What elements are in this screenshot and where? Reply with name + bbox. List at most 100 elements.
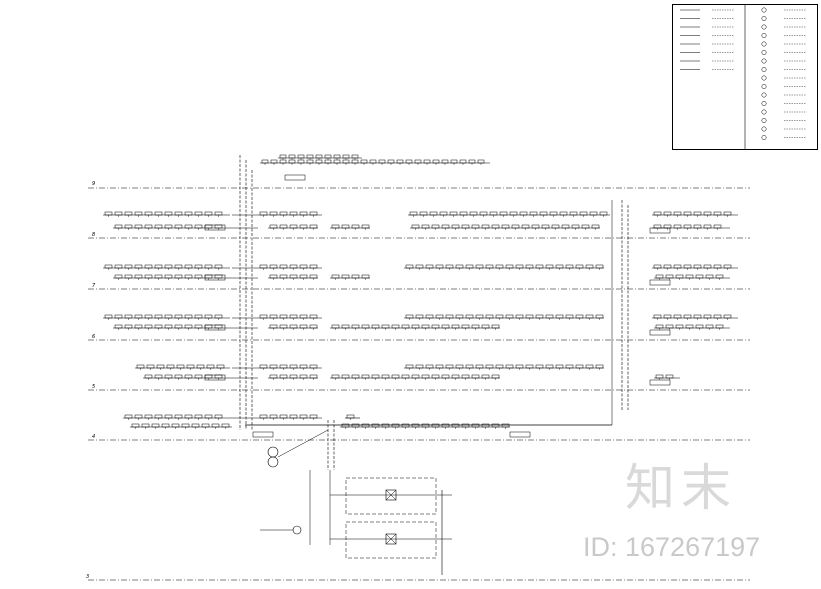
label-box — [204, 274, 226, 281]
floor-branch-fixture — [565, 264, 574, 269]
floor-branch-fixture — [415, 264, 424, 269]
floor-branch-fixture — [421, 423, 430, 428]
floor-branch-fixture — [124, 314, 133, 319]
floor-branch-fixture — [451, 224, 460, 229]
roof-branch-a-fixture — [315, 154, 323, 159]
floor-branch-fixture — [299, 374, 308, 379]
floor-branch-fixture — [481, 423, 490, 428]
floor-branch-fixture — [465, 314, 474, 319]
floor-branch-fixture — [214, 264, 223, 269]
floor-branch-fixture — [693, 211, 702, 216]
floor-branch-fixture — [505, 264, 514, 269]
floor-branch-fixture — [361, 423, 370, 428]
floor-branch-fixture — [134, 314, 143, 319]
floor-branch-fixture — [713, 264, 722, 269]
floor-branch-fixture — [204, 374, 213, 379]
floor-branch-fixture — [585, 314, 594, 319]
floor-branch-fixture — [134, 324, 143, 329]
floor-branch-fixture — [114, 274, 123, 279]
floor-branch-fixture — [591, 224, 600, 229]
floor-branch-fixture — [653, 211, 662, 216]
floor-branch-fixture — [144, 274, 153, 279]
floor-branch-fixture — [204, 224, 213, 229]
floor-branch-fixture — [361, 374, 370, 379]
floor-branch-fixture — [331, 374, 340, 379]
floor-branch-fixture — [545, 264, 554, 269]
floor-branch-fixture — [114, 324, 123, 329]
floor-branch-fixture — [461, 224, 470, 229]
floor-branch-fixture — [269, 364, 278, 369]
legend-symbol — [761, 109, 767, 115]
floor-branch-fixture — [491, 224, 500, 229]
floor-branch-fixture — [425, 364, 434, 369]
floor-branch-fixture — [309, 264, 318, 269]
floor-branch-fixture — [184, 211, 193, 216]
floor-branch-fixture — [194, 274, 203, 279]
floor-branch-fixture — [391, 374, 400, 379]
floor-branch-fixture — [124, 211, 133, 216]
floor-branch-fixture — [501, 224, 510, 229]
floor-branch-fixture — [164, 324, 173, 329]
floor-branch-fixture — [184, 274, 193, 279]
floor-branch-fixture — [194, 314, 203, 319]
floor-branch-fixture — [279, 414, 288, 419]
floor-branch-fixture — [351, 224, 360, 229]
roof-branch-b-fixture — [477, 159, 485, 164]
floor-branch-fixture — [299, 274, 308, 279]
roof-branch-a-fixture — [297, 154, 305, 159]
floor-branch-fixture — [154, 224, 163, 229]
floor-branch-fixture — [176, 364, 185, 369]
floor-branch-fixture — [421, 224, 430, 229]
floor-branch-fixture — [181, 423, 190, 428]
floor-branch-fixture — [665, 274, 674, 279]
pump-enclosure — [345, 477, 437, 515]
floor-branch-fixture — [174, 224, 183, 229]
floor-branch-fixture — [415, 314, 424, 319]
floor-branch-fixture — [289, 374, 298, 379]
floor-branch-fixture — [259, 264, 268, 269]
floor-branch-fixture — [451, 374, 460, 379]
floor-branch-fixture — [269, 274, 278, 279]
legend-symbol — [761, 135, 767, 140]
floor-branch-fixture — [351, 274, 360, 279]
floor-branch-fixture — [214, 314, 223, 319]
floor-branch-fixture — [341, 324, 350, 329]
floor-branch-fixture — [425, 264, 434, 269]
floor-branch-fixture — [346, 414, 355, 419]
floor-branch-fixture — [309, 274, 318, 279]
floor-branch-fixture — [184, 264, 193, 269]
floor-branch-fixture — [441, 423, 450, 428]
roof-branch-b-fixture — [441, 159, 449, 164]
floor-branch-fixture — [411, 224, 420, 229]
roof-branch-a-fixture — [351, 154, 359, 159]
floor-branch-fixture — [144, 264, 153, 269]
floor-branch-fixture — [445, 364, 454, 369]
floor-branch-fixture — [289, 274, 298, 279]
floor-branch-fixture — [299, 364, 308, 369]
floor-branch-fixture — [289, 314, 298, 319]
floor-branch-fixture — [351, 423, 360, 428]
floor-branch-fixture — [371, 423, 380, 428]
floor-branch-fixture — [425, 314, 434, 319]
floor-branch-fixture — [299, 224, 308, 229]
roof-branch-b-fixture — [279, 159, 287, 164]
floor-branch-fixture — [299, 264, 308, 269]
legend-symbol — [761, 75, 767, 81]
floor-branch-fixture — [481, 224, 490, 229]
floor-branch-fixture — [134, 414, 143, 419]
floor-branch-fixture — [471, 374, 480, 379]
legend-symbol — [761, 67, 767, 72]
floor-branch-fixture — [161, 423, 170, 428]
floor-branch-fixture — [124, 224, 133, 229]
floor-branch-fixture — [391, 423, 400, 428]
floor-branch-fixture — [341, 374, 350, 379]
floor-branch-fixture — [186, 364, 195, 369]
floor-branch-fixture — [695, 274, 704, 279]
floor-branch-fixture — [461, 324, 470, 329]
roof-branch-b-fixture — [270, 159, 278, 164]
floor-branch-fixture — [555, 314, 564, 319]
roof-branch-a-fixture — [342, 154, 350, 159]
floor-branch-fixture — [279, 274, 288, 279]
floor-branch-fixture — [124, 324, 133, 329]
floor-branch-fixture — [431, 374, 440, 379]
